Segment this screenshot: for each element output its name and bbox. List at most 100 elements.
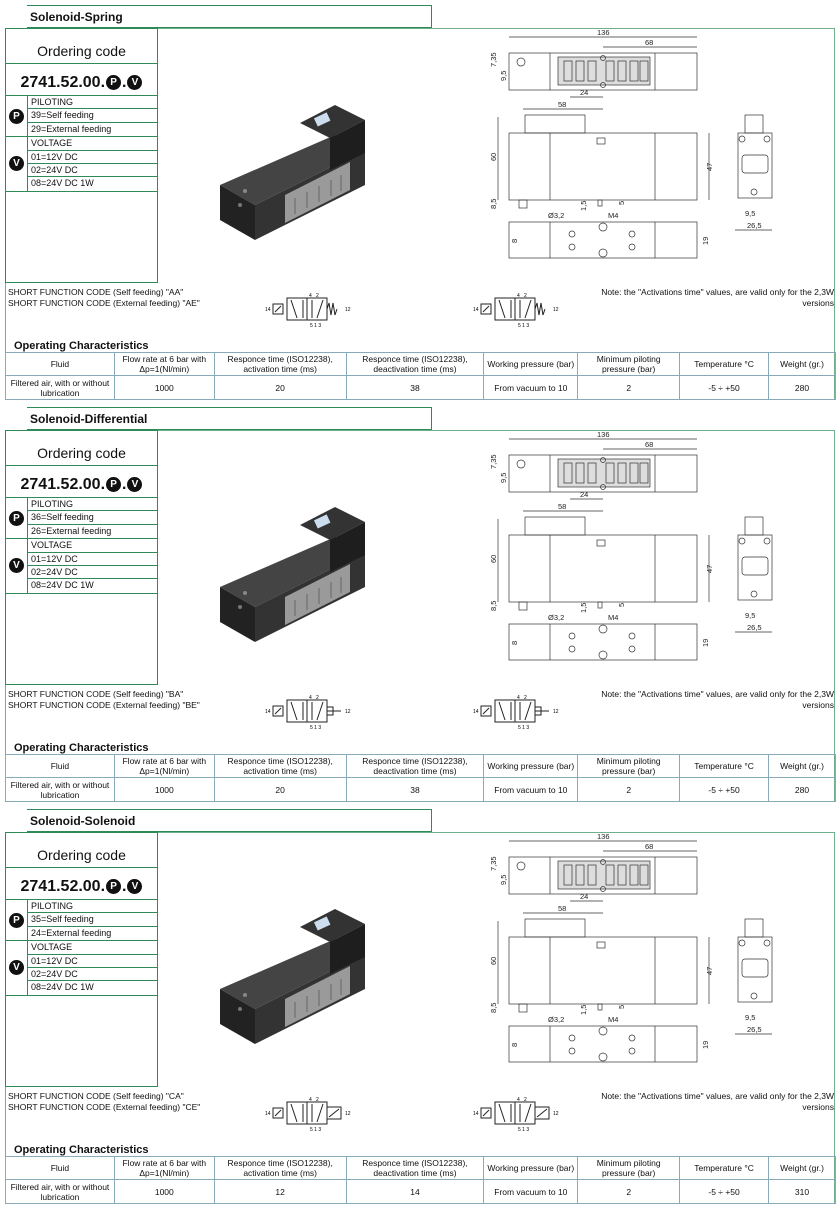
voltage-group: V VOLTAGE 01=12V DC 02=24V DC 08=24V DC … [6,137,157,192]
svg-text:14: 14 [265,1111,271,1117]
p-badge-icon: P [106,75,122,90]
svg-text:5 1 3: 5 1 3 [310,725,321,731]
dimension-label: 26,5 [747,1025,762,1034]
column-header: Weight (gr.) [768,754,836,778]
column-header: Temperature °C [679,352,770,376]
column-header: Working pressure (bar) [483,352,579,376]
dimension-label: 68 [645,38,653,47]
v-badge-icon: V [127,75,143,90]
voltage-option: 02=24V DC [28,566,157,580]
dimension-label: 8 [510,641,519,645]
svg-text:14: 14 [473,709,479,715]
voltage-option: 08=24V DC 1W [31,580,94,591]
svg-text:5 1 3: 5 1 3 [518,1127,529,1133]
dimension-label: 1,5 [579,603,588,613]
svg-text:12: 12 [345,307,351,313]
v-badge-icon: V [9,960,24,976]
dimension-label: 60 [489,153,498,161]
dimension-label: 58 [558,502,566,511]
code-prefix: 2741.52.00. [20,877,106,895]
voltage-option: 01=12V DC [28,955,157,968]
svg-text:12: 12 [553,709,559,715]
sfc-self: SHORT FUNCTION CODE (Self feeding) "AA" [8,287,184,297]
table-cell: 1000 [113,375,215,400]
piloting-option: 39=Self feeding [28,109,157,123]
dimension-label: M4 [608,211,618,220]
dimension-label: 9,5 [745,1013,755,1022]
dimension-label: 47 [705,163,714,171]
code-dot: . [122,877,127,895]
voltage-group: V VOLTAGE 01=12V DC 02=24V DC 08=24V DC … [6,941,157,996]
p-badge-icon: P [9,510,24,526]
piloting-option: 35=Self feeding [28,913,157,927]
column-header: Fluid [5,352,115,376]
voltage-label: VOLTAGE [28,137,157,151]
table-cell: 2 [577,777,681,802]
dimension-label: 136 [597,430,610,439]
column-header: Minimum piloting pressure (bar) [577,754,681,778]
column-header: Flow rate at 6 bar with Δp=1(Nl/min) [113,352,215,376]
v-badge-icon: V [9,156,24,172]
svg-text:14: 14 [265,709,271,715]
ordering-code-label: Ordering code [6,29,157,64]
column-header: Temperature °C [679,754,770,778]
operating-characteristics-title: Operating Characteristics [14,340,149,352]
dimension-label: 9,5 [499,71,508,81]
table-cell: 310 [768,1179,836,1204]
voltage-group: V VOLTAGE 01=12V DC 02=24V DC 08=24V DC … [6,539,157,594]
dimension-label: 136 [597,832,610,841]
section-title: Solenoid-Spring [27,5,432,28]
column-header: Minimum piloting pressure (bar) [577,352,681,376]
dimension-label: 68 [645,440,653,449]
dimension-label: Ø3,2 [548,613,564,622]
column-header: Weight (gr.) [768,1156,836,1180]
ordering-code: 2741.52.00.P.V [6,466,157,498]
table-cell: 2 [577,1179,681,1204]
piloting-label: PILOTING [28,900,157,914]
dimension-label: 136 [597,28,610,37]
voltage-label: VOLTAGE [28,941,157,955]
svg-text:12: 12 [345,1111,351,1117]
piloting-option: 26=External feeding [31,525,112,536]
dimension-label: 60 [489,555,498,563]
dimension-label: 7,35 [489,856,498,871]
dimension-label: 19 [701,639,710,647]
column-header: Fluid [5,1156,115,1180]
dimension-label: 19 [701,237,710,245]
svg-text:4: 4 [517,293,520,299]
ordering-code: 2741.52.00.P.V [6,64,157,96]
dimension-label: 47 [705,967,714,975]
dimension-label: 8,5 [489,1003,498,1013]
svg-text:14: 14 [265,307,271,313]
section-title: Solenoid-Differential [27,407,432,430]
table-cell: 1000 [113,777,215,802]
voltage-option: 02=24V DC [28,164,157,178]
svg-text:2: 2 [524,695,527,701]
svg-text:12: 12 [345,709,351,715]
dimension-label: M4 [608,613,618,622]
svg-text:4: 4 [309,695,312,701]
column-header: Weight (gr.) [768,352,836,376]
operating-characteristics-title: Operating Characteristics [14,1144,149,1156]
v-badge-icon: V [127,879,143,894]
column-header: Flow rate at 6 bar with Δp=1(Nl/min) [113,1156,215,1180]
dimension-label: 26,5 [747,221,762,230]
table-cell: -5 ÷ +50 [679,1179,770,1204]
code-dot: . [122,73,127,91]
dimension-label: 47 [705,565,714,573]
svg-text:5 1 3: 5 1 3 [310,323,321,329]
column-header: Temperature °C [679,1156,770,1180]
dimension-label: 9,5 [745,209,755,218]
dimension-label: 5 [617,201,626,205]
sfc-external: SHORT FUNCTION CODE (External feeding) "… [8,1102,201,1112]
table-row: Filtered air, with or without lubricatio… [5,375,836,400]
ordering-code-label: Ordering code [6,833,157,868]
svg-text:2: 2 [316,695,319,701]
table-cell: -5 ÷ +50 [679,375,770,400]
table-cell: 2 [577,375,681,400]
svg-text:2: 2 [316,293,319,299]
